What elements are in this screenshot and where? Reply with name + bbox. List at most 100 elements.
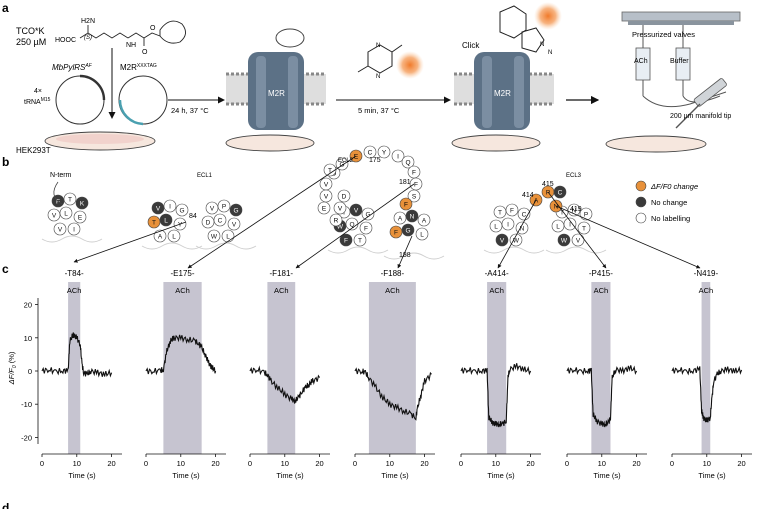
- residue-bead: [567, 203, 581, 217]
- residue-letter: V: [500, 238, 505, 245]
- residue-415: 415: [542, 181, 554, 188]
- residue-letter: E: [354, 154, 359, 161]
- residue-letter: F: [344, 238, 348, 245]
- residue-bead: [147, 215, 161, 229]
- x-tick-label: 0: [40, 459, 44, 468]
- leader-line: [397, 235, 413, 269]
- residue-bead: [73, 210, 87, 224]
- trace-line: [354, 367, 432, 421]
- residue-letter: W: [513, 238, 520, 245]
- residue-175: 175: [369, 157, 381, 164]
- pyridazine-n2: N: [548, 50, 552, 56]
- legend-label-change: ΔF/F0 change: [650, 182, 698, 191]
- x-tick-label: 10: [703, 459, 711, 468]
- residue-letter: G: [405, 228, 410, 235]
- residue-letter: F: [414, 182, 418, 189]
- residue-letter: V: [576, 238, 581, 245]
- residue-letter: L: [494, 224, 498, 231]
- residue-bead: [75, 196, 89, 210]
- step2-label: 5 min, 37 °C: [358, 106, 400, 115]
- residue-letter: T: [328, 168, 332, 175]
- trace-title: -N419-: [694, 269, 719, 278]
- y-tick-label: -20: [21, 433, 32, 442]
- tetrazine-n1: N: [376, 43, 380, 49]
- legend-swatch-nolabel: [635, 212, 647, 224]
- residue-bead: [553, 185, 567, 199]
- trace-title: -A414-: [485, 269, 509, 278]
- x-tick-label: 20: [420, 459, 428, 468]
- tip-label: 200 µm manifold tip: [670, 113, 731, 120]
- stimulus-window: [701, 282, 711, 454]
- y-tick-label: 20: [24, 301, 32, 310]
- residue-letter: A: [158, 234, 163, 241]
- panel-label-a: a: [2, 1, 9, 15]
- membrane-wave: [41, 235, 103, 243]
- carbamate-o: O: [142, 49, 148, 56]
- residue-bead: [415, 227, 429, 241]
- residue-letter: C: [368, 150, 373, 157]
- residue-letter: N: [410, 214, 415, 221]
- residue-letter: V: [324, 194, 329, 201]
- ach-reservoir-label: ACh: [634, 58, 648, 65]
- residue-letter: D: [206, 220, 211, 227]
- residue-188: 188: [399, 252, 411, 259]
- x-tick-label: 10: [492, 459, 500, 468]
- residue-bead: [159, 213, 173, 227]
- panel-label-b: b: [2, 155, 9, 169]
- stimulus-label: ACh: [489, 286, 504, 295]
- residue-bead: [329, 213, 343, 227]
- leader-line: [295, 183, 415, 269]
- residue-letter: D: [342, 194, 347, 201]
- residue-419: 419: [570, 206, 582, 213]
- residue-bead: [333, 201, 347, 215]
- residue-bead: [493, 205, 507, 219]
- residue-bead: [207, 229, 221, 243]
- x-tick-label: 0: [353, 459, 357, 468]
- residue-bead: [339, 233, 353, 247]
- residue-bead: [217, 199, 231, 213]
- residue-bead: [389, 225, 403, 239]
- residue-bead: [579, 207, 593, 221]
- residue-bead: [167, 229, 181, 243]
- x-tick-label: 20: [315, 459, 323, 468]
- residue-letter: T: [68, 197, 72, 204]
- residue-letter: Y: [382, 150, 387, 157]
- x-tick-label: 10: [386, 459, 394, 468]
- residue-letter: Q: [405, 160, 410, 167]
- x-axis-label: Time (s): [487, 471, 515, 480]
- stimulus-window: [267, 282, 296, 454]
- trace-title: -F188-: [381, 269, 405, 278]
- residue-letter: W: [561, 238, 568, 245]
- trna-count: 4×: [34, 88, 42, 95]
- residue-letter: T: [582, 226, 586, 233]
- residue-letter: V: [156, 206, 161, 213]
- ecl1-label: ECL1: [197, 173, 213, 179]
- trace-title: -P415-: [589, 269, 613, 278]
- residue-letter: I: [507, 222, 509, 229]
- legend-swatch-change: [635, 180, 647, 192]
- membrane-1: M2R: [225, 28, 326, 152]
- nterm-label: N-term: [50, 172, 72, 179]
- residue-letter: L: [164, 218, 168, 225]
- residue-bead: [391, 149, 405, 163]
- membrane-wave: [195, 242, 257, 250]
- residue-letter: L: [64, 211, 68, 218]
- carbamate-nh: NH: [126, 42, 136, 49]
- panel-a: TCO*K 250 µM H2N (S) HOOC NH O O MbPylRS…: [16, 2, 741, 155]
- residue-letter: Y: [178, 222, 183, 229]
- residue-letter: N: [554, 204, 559, 211]
- stimulus-label: ACh: [67, 286, 82, 295]
- residue-letter: F: [404, 202, 408, 209]
- residue-bead: [337, 189, 351, 203]
- legend: ΔF/F0 change No change No labelling: [635, 180, 698, 224]
- residue-bead: [407, 189, 421, 203]
- residue-bead: [377, 145, 391, 159]
- residue-letter: K: [80, 201, 85, 208]
- residue-letter: L: [226, 234, 230, 241]
- membrane-wave: [545, 246, 607, 254]
